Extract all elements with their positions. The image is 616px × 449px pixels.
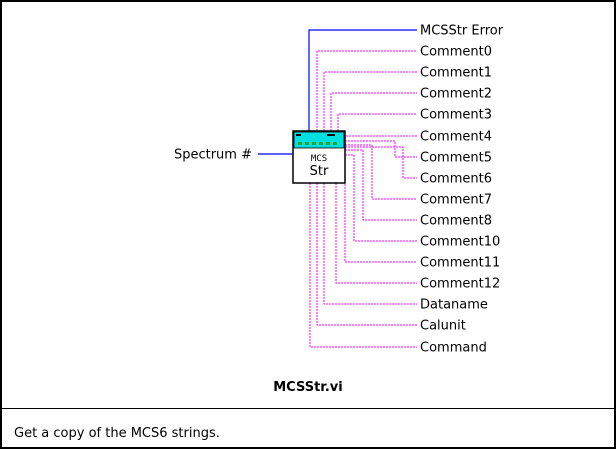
icon-terminal-dot [333,142,337,145]
output-wire-comment7 [345,144,417,200]
output-wire-comment1 [323,71,417,131]
output-label-comment6: Comment6 [420,172,492,187]
icon-indicator [296,134,301,136]
icon-terminal-dot [305,142,309,145]
output-label-comment0: Comment0 [420,45,492,60]
output-wire-calunit [316,183,417,326]
output-wire-comment0 [316,50,417,131]
output-wire-comment6 [345,146,417,179]
output-label-mcsstr-error: MCSStr Error [420,24,504,39]
output-wire-command [309,183,417,348]
vi-icon-text-bottom: Str [310,164,329,179]
vi-icon-header [293,131,345,149]
output-wire-comment10 [345,154,417,242]
output-label-comment3: Comment3 [420,108,492,123]
output-wire-comment12 [335,164,417,284]
output-wire-comment8 [345,149,417,221]
output-label-comment11: Comment11 [420,256,500,271]
output-label-comment12: Comment12 [420,277,500,292]
output-label-comment5: Comment5 [420,151,492,166]
output-label-comment1: Comment1 [420,66,492,81]
vi-icon-text-top: MCS [311,154,327,164]
output-wire-comment4 [344,131,417,137]
vi-description: Get a copy of the MCS6 strings. [14,426,220,441]
output-label-comment8: Comment8 [420,214,492,229]
output-label-dataname: Dataname [420,298,488,313]
output-label-calunit: Calunit [420,319,466,334]
icon-indicator [327,134,335,136]
output-label-comment10: Comment10 [420,235,500,250]
icon-terminal-dot [326,142,330,145]
icon-terminal-dot [312,142,316,145]
output-wire-comment5 [345,140,417,158]
output-wire-dataname [323,183,417,305]
vi-name: MCSStr.vi [273,380,343,395]
divider [2,408,614,409]
input-label-spectrum: Spectrum # [174,148,252,163]
icon-terminal-dot [319,142,323,145]
output-wire-comment2 [330,92,417,131]
icon-terminal-dot [298,142,302,145]
output-wire-mcsstr-error [308,29,417,131]
output-label-comment2: Comment2 [420,87,492,102]
output-wire-comment11 [344,160,417,263]
output-label-comment4: Comment4 [420,130,492,145]
output-label-command: Command [420,341,487,356]
output-label-comment7: Comment7 [420,193,492,208]
output-wire-comment3 [337,113,417,131]
